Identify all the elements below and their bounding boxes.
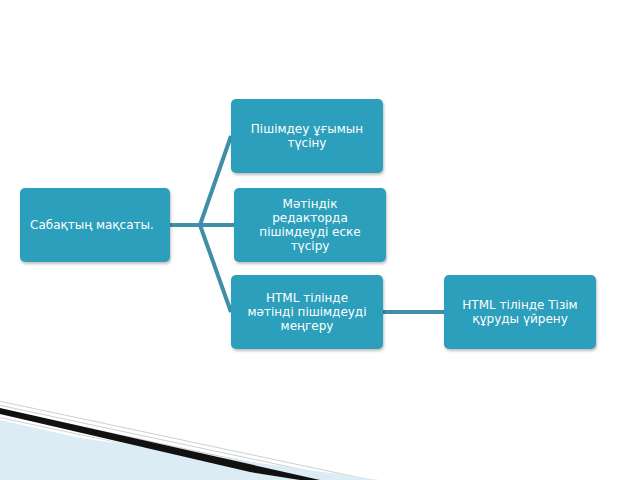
hatched-wedge [0,400,380,480]
box-text: HTML тілінде мәтінді пішімдеуді меңгеру [241,291,373,333]
box-text: HTML тілінде Тізім құруды үйрену [454,298,586,326]
goal-box: Пішімдеу ұғымын түсіну [231,99,383,173]
goal-box: HTML тілінде мәтінді пішімдеуді меңгеру [231,275,383,349]
box-text: Сабақтың мақсаты. [30,218,154,232]
goal-box: HTML тілінде Тізім құруды үйрену [444,275,596,349]
connector-line [383,310,444,314]
blue-wedge [0,420,380,480]
goal-box: Сабақтың мақсаты. [20,188,170,262]
black-wedge [0,408,320,480]
goal-box: Мәтіндік редакторда пішімдеуді еске түсі… [234,188,386,262]
box-text: Мәтіндік редакторда пішімдеуді еске түсі… [244,197,376,253]
connector-line [170,225,231,312]
connector-line [170,136,231,225]
box-text: Пішімдеу ұғымын түсіну [241,122,373,150]
